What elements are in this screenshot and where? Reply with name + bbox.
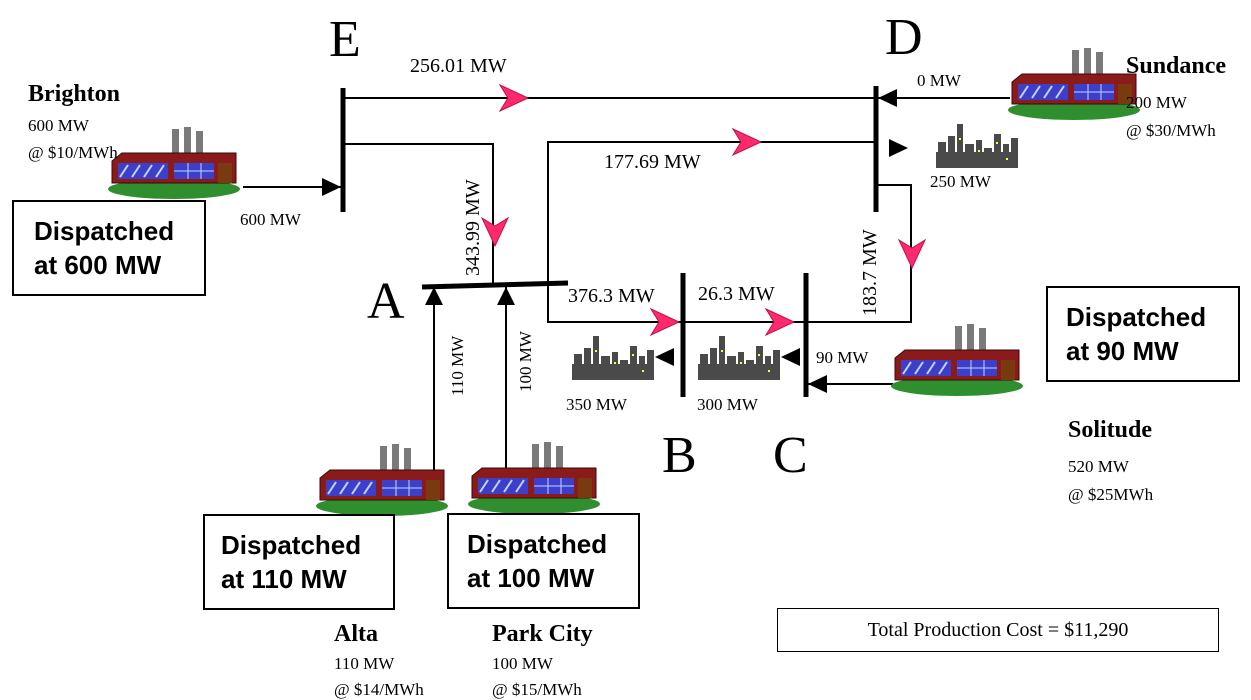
bus-label-e: E	[329, 11, 361, 68]
park-city-dispatch-line2: at 100 MW	[467, 563, 595, 593]
sundance-capacity: 200 MW	[1126, 93, 1188, 112]
park-city-plant-icon	[467, 441, 601, 515]
bus-label-a: A	[367, 273, 405, 330]
solitude-injection-arrow	[808, 375, 827, 393]
flow-label-e-d: 256.01 MW	[410, 55, 507, 77]
sundance-plant-icon	[1007, 47, 1141, 121]
load-d-label: 250 MW	[930, 172, 992, 191]
flow-label-e-a: 343.99 MW	[462, 179, 484, 276]
load-b-label: 350 MW	[566, 395, 628, 414]
flow-label-a-d: 177.69 MW	[604, 151, 701, 173]
park-city-output-label: 100 MW	[516, 330, 535, 392]
flow-label-d-c: 183.7 MW	[859, 229, 881, 316]
solitude-name: Solitude	[1068, 417, 1152, 443]
park-city-dispatch-line1: Dispatched	[467, 529, 608, 559]
brighton-dispatch-line2: at 600 MW	[34, 250, 162, 280]
alta-plant-icon	[315, 443, 449, 517]
solitude-dispatch-box: Dispatched at 90 MW	[1046, 286, 1240, 382]
alta-dispatch-box: Dispatched at 110 MW	[203, 514, 395, 610]
bus-label-b: B	[662, 427, 697, 484]
brighton-dispatch-box: Dispatched at 600 MW	[12, 200, 206, 296]
alta-output-label: 110 MW	[448, 335, 467, 396]
alta-dispatch-line1: Dispatched	[221, 530, 362, 560]
flow-e-a-arrow	[481, 217, 509, 247]
park-city-capacity: 100 MW	[492, 654, 554, 673]
park-city-injection-arrow	[497, 287, 515, 305]
injection-arrowheads	[322, 89, 908, 393]
load-c-arrow	[781, 348, 800, 366]
bus-label-d: D	[885, 9, 923, 66]
buses	[340, 86, 879, 397]
bus-label-c: C	[773, 427, 808, 484]
solitude-output-label: 90 MW	[816, 348, 869, 367]
park-city-dispatch-box: Dispatched at 100 MW	[447, 513, 640, 609]
alta-name: Alta	[334, 621, 378, 647]
brighton-capacity: 600 MW	[28, 116, 90, 135]
sundance-name: Sundance	[1126, 53, 1226, 79]
sundance-injection-arrow	[878, 89, 897, 107]
load-d-arrow	[889, 139, 908, 157]
brighton-output-label: 600 MW	[240, 210, 302, 229]
brighton-price: @ $10/MWh	[28, 143, 118, 162]
sundance-price: @ $30/MWh	[1126, 121, 1216, 140]
brighton-dispatch-line1: Dispatched	[34, 216, 175, 246]
load-c-label: 300 MW	[697, 395, 759, 414]
alta-price: @ $14/MWh	[334, 680, 424, 699]
alta-injection-arrow	[425, 287, 443, 305]
brighton-injection-arrow	[322, 178, 341, 196]
load-d-city-icon	[936, 124, 1018, 168]
solitude-dispatch-line1: Dispatched	[1066, 302, 1207, 332]
alta-dispatch-line2: at 110 MW	[221, 564, 347, 594]
park-city-price: @ $15/MWh	[492, 680, 582, 699]
load-c-city-icon	[698, 336, 780, 380]
park-city-name: Park City	[492, 621, 593, 647]
brighton-name: Brighton	[28, 81, 120, 107]
load-b-arrow	[655, 348, 674, 366]
solitude-price: @ $25MWh	[1068, 485, 1154, 504]
sundance-output-label: 0 MW	[917, 71, 962, 90]
solitude-capacity: 520 MW	[1068, 457, 1130, 476]
alta-capacity: 110 MW	[334, 654, 395, 673]
flow-label-a-b: 376.3 MW	[568, 285, 655, 307]
solitude-plant-icon	[890, 323, 1024, 397]
line-a-b	[547, 285, 683, 323]
flow-label-b-c: 26.3 MW	[698, 283, 775, 305]
brighton-plant-icon	[107, 126, 241, 200]
load-b-city-icon	[572, 336, 654, 380]
solitude-dispatch-line2: at 90 MW	[1066, 336, 1179, 366]
bus-a	[421, 280, 569, 290]
total-production-cost: Total Production Cost = $11,290	[777, 608, 1219, 652]
